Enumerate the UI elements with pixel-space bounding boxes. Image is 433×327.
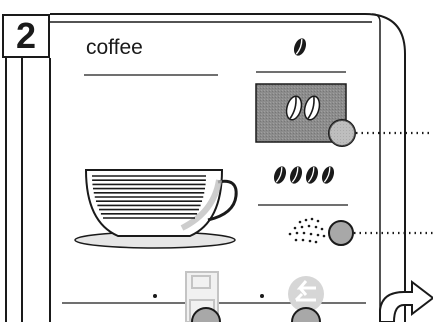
ground-coffee-dot	[317, 220, 320, 223]
separator-dot	[260, 294, 264, 298]
separator-dot	[153, 294, 157, 298]
ground-coffee-dot	[310, 233, 313, 236]
ground-coffee-dot	[323, 235, 326, 238]
ground-coffee-dot	[315, 241, 318, 244]
ground-coffee-dot	[302, 239, 305, 242]
ground-coffee-dot	[301, 226, 304, 229]
step-number-badge: 2	[2, 14, 50, 58]
coffee-cup-icon	[75, 170, 236, 248]
curved-next-arrow-icon[interactable]	[380, 282, 433, 322]
strength-select-button[interactable]	[329, 120, 355, 146]
one-coffee-bean-icon[interactable]	[292, 37, 308, 58]
ground-coffee-dot	[309, 240, 312, 243]
ground-coffee-dot	[317, 234, 320, 237]
ground-coffee-dot	[305, 219, 308, 222]
ground-coffee-dot	[289, 233, 292, 236]
panel-title: coffee	[86, 36, 143, 60]
ground-coffee-dot	[308, 225, 311, 228]
three-coffee-beans-icon[interactable]	[272, 165, 336, 186]
ground-coffee-dot	[299, 221, 302, 224]
ground-coffee-dot	[311, 218, 314, 221]
ground-coffee-dot	[295, 239, 298, 242]
ground-coffee-dot	[303, 232, 306, 235]
ground-coffee-dot	[321, 228, 324, 231]
back-arrow-icon[interactable]	[288, 276, 324, 312]
ground-coffee-dots-icon[interactable]	[289, 218, 326, 244]
ground-coffee-button[interactable]	[329, 221, 353, 245]
ground-coffee-dot	[294, 227, 297, 230]
back-button[interactable]	[292, 308, 320, 322]
ground-coffee-dot	[315, 226, 318, 229]
ground-coffee-dot	[296, 232, 299, 235]
